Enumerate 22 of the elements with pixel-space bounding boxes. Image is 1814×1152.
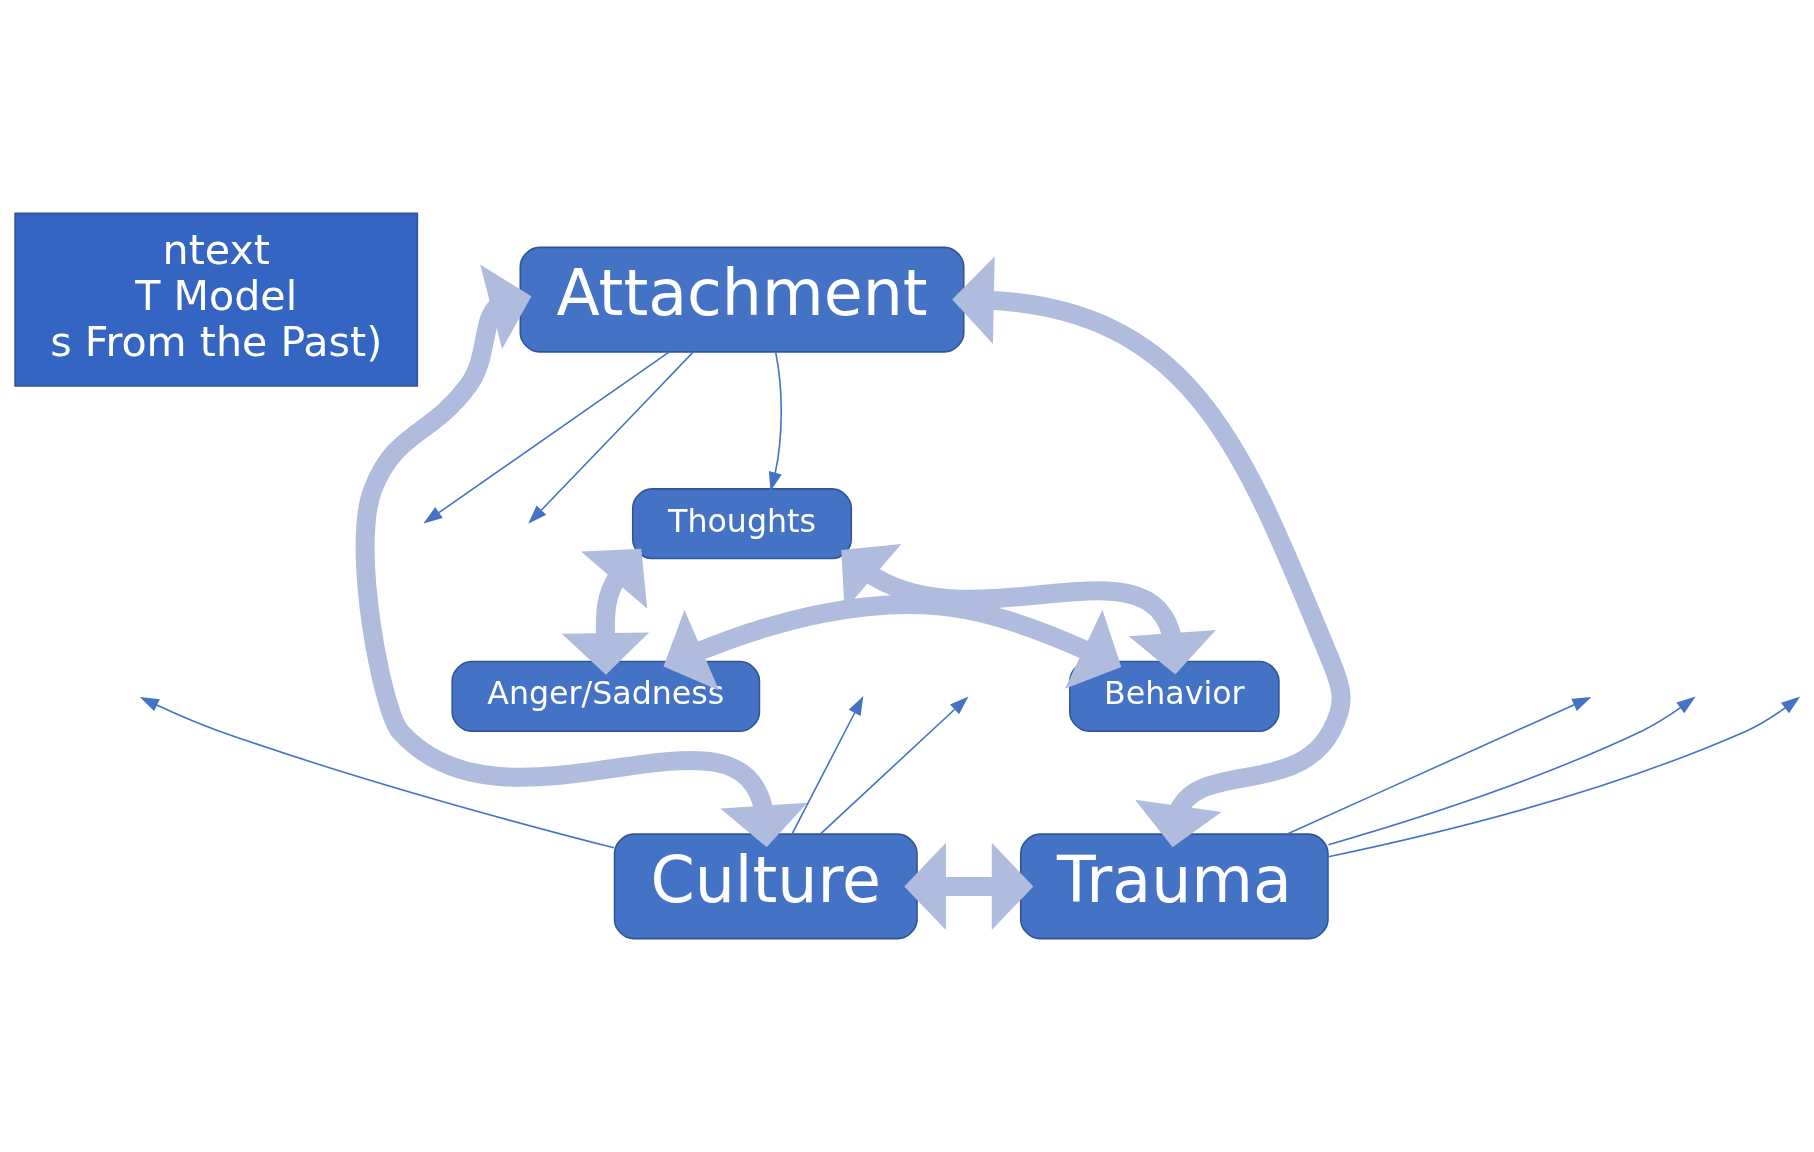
node-box: Anger/Sadness [451, 660, 761, 732]
arrow [904, 842, 1034, 931]
arrow [355, 264, 808, 848]
node-box: Behavior [1069, 660, 1280, 732]
arrow [1327, 696, 1696, 846]
node-box: Thoughts [631, 488, 853, 560]
node-box: Attachment [519, 246, 965, 353]
node-box: ntext T Model s From the Past) [14, 212, 419, 387]
arrow [768, 351, 782, 492]
arrow [139, 697, 615, 849]
arrow [791, 695, 864, 835]
arrow [663, 595, 1122, 691]
node-box: Culture [613, 833, 918, 940]
arrow [423, 351, 671, 524]
arrow [528, 351, 695, 524]
arrow [561, 548, 650, 675]
node-box: Trauma [1019, 833, 1329, 940]
arrow [1327, 696, 1801, 858]
arrow [1286, 697, 1592, 835]
arrow [841, 543, 1216, 675]
arrow [819, 696, 969, 835]
arrow [952, 256, 1351, 848]
